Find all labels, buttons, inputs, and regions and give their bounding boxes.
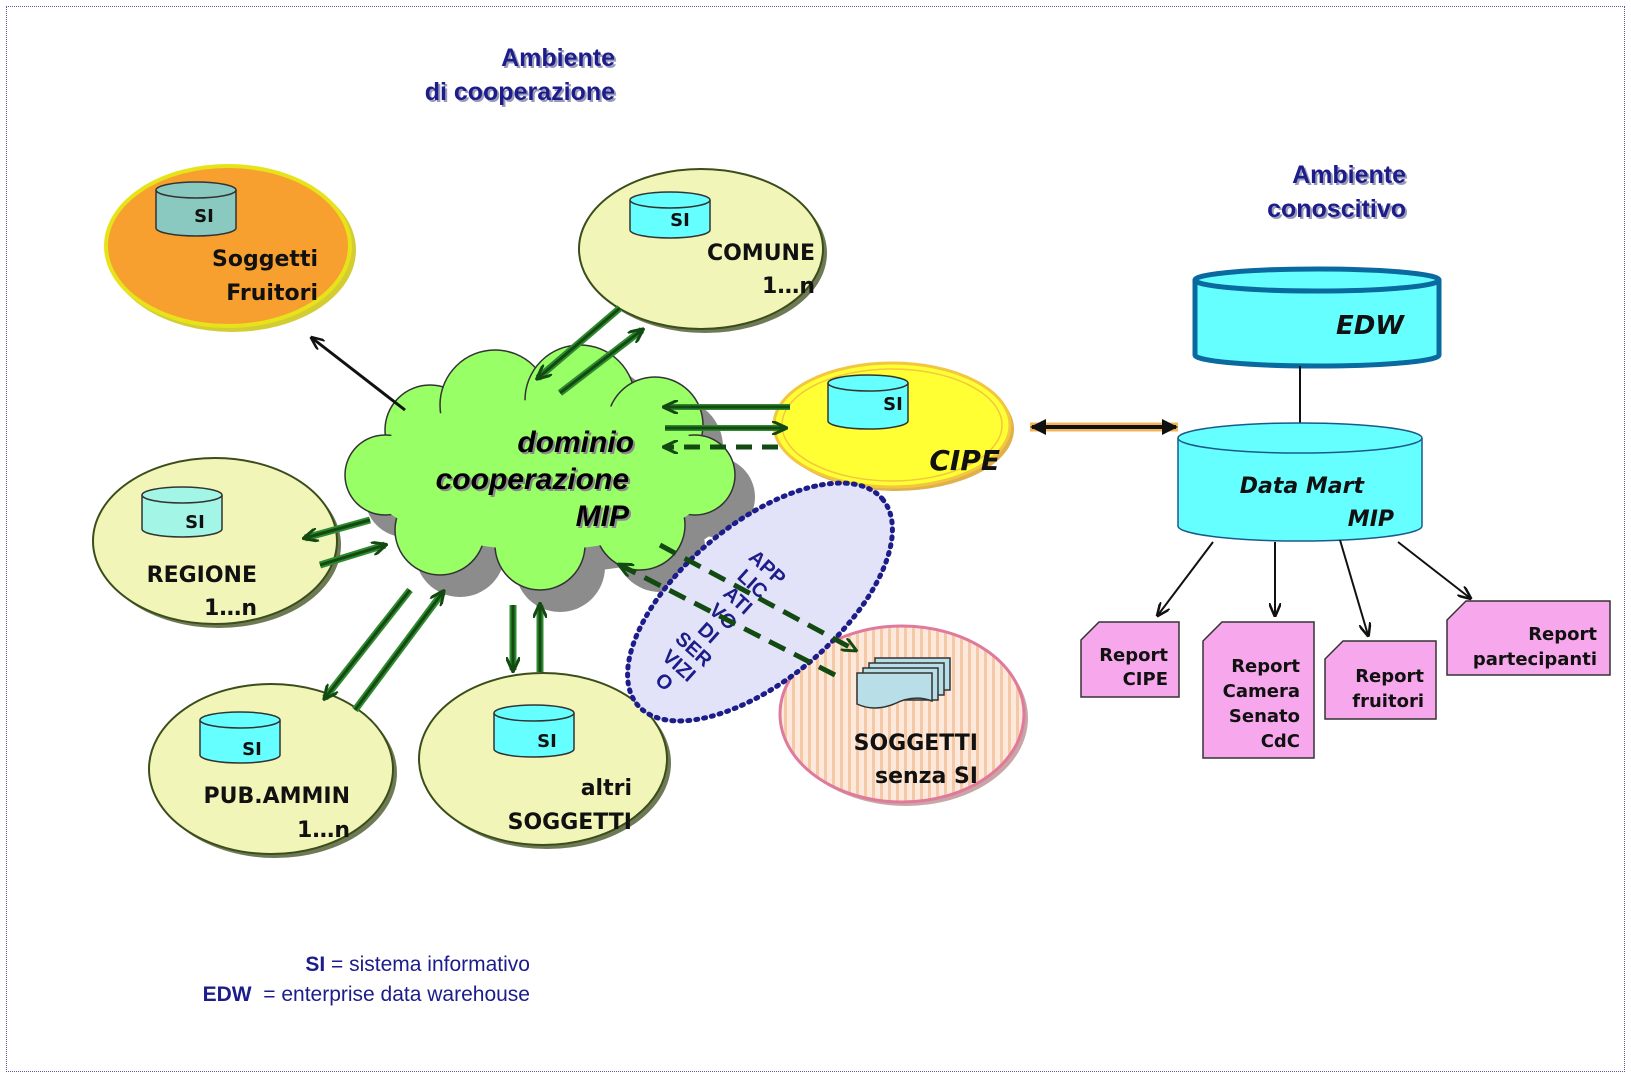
si-label: SI (670, 210, 690, 231)
node-label-line1: PUB.AMMIN (203, 784, 350, 809)
cylinder-icon (493, 704, 575, 758)
heading-knowledge-line1: Ambiente (1292, 161, 1406, 189)
arrow-pub-to-cloud (353, 592, 443, 711)
node-label-line2: 1…n (204, 596, 257, 621)
heading-cooperation-line1-shadow: Ambiente (503, 46, 617, 74)
cylinder-datamart: Data Mart MIP (1177, 422, 1423, 542)
node-label-line2: 1…n (297, 818, 350, 843)
arrow-to-report-cipe (1158, 541, 1214, 615)
arrow-senza-si-to-cloud (620, 565, 837, 678)
node-altri-soggetti: SI altri SOGGETTI (418, 672, 671, 849)
report-line: Report (1355, 666, 1424, 687)
datamart-label-line1: Data Mart (1240, 474, 1366, 499)
legend-row-si: SI = sistema informativo (150, 950, 530, 980)
report-line: Camera (1223, 681, 1300, 702)
node-label-line1: COMUNE (707, 241, 815, 266)
heading-cooperation: Ambiente Ambiente di cooperazione di coo… (425, 44, 617, 108)
arrow-to-report-partecipanti (1397, 541, 1470, 598)
legend-edw-abbr: EDW (202, 983, 252, 1006)
heading-knowledge: Ambiente Ambiente conoscitivo conoscitiv… (1267, 161, 1408, 225)
report-line: Report (1099, 645, 1168, 666)
svg-text:dominio: dominio (519, 428, 636, 461)
svg-text:MIP: MIP (578, 502, 632, 535)
cylinder-edw: EDW (1192, 266, 1442, 369)
node-cipe: SI CIPE (772, 361, 1014, 491)
cloud-label: dominio dominio cooperazione cooperazion… (436, 426, 636, 535)
node-label-line2: 1…n (762, 274, 815, 299)
report-line: Senato (1229, 706, 1300, 727)
legend-si-abbr: SI (305, 953, 326, 976)
svg-text:cooperazione: cooperazione (438, 465, 631, 498)
legend: SI = sistema informativo EDW = enterpris… (150, 950, 530, 1010)
legend-edw-text: = enterprise data warehouse (263, 983, 530, 1006)
report-line: partecipanti (1473, 649, 1597, 670)
report-camera: Report Camera Senato CdC (1202, 621, 1315, 759)
arrow-cloud-to-regione (305, 518, 371, 538)
si-label: SI (194, 206, 214, 227)
node-soggetti-senza-si: SOGGETTI senza SI (778, 624, 1028, 806)
report-line: fruitori (1352, 691, 1424, 712)
cloud-label-line2: cooperazione (436, 463, 629, 496)
arrow-regione-to-cloud (319, 545, 385, 567)
report-line: Report (1231, 656, 1300, 677)
cylinder-icon (155, 181, 237, 237)
cylinder-icon (141, 486, 223, 538)
cloud-label-line1: dominio (517, 426, 634, 459)
node-regione: SI REGIONE 1…n (92, 457, 341, 628)
report-line: CdC (1261, 731, 1300, 752)
node-comune: SI COMUNE 1…n (578, 168, 827, 333)
cloud-label-line3: MIP (576, 500, 630, 533)
node-soggetti-fruitori: SI Soggetti Fruitori (104, 164, 356, 332)
node-label-line1: altri (581, 776, 632, 801)
si-label: SI (242, 739, 262, 760)
edw-label: EDW (1336, 311, 1405, 341)
si-label: SI (883, 394, 903, 415)
node-pub-ammin: SI PUB.AMMIN 1…n (148, 683, 397, 858)
arrow-comune-to-cloud (538, 306, 621, 378)
node-label-line1: Soggetti (212, 247, 318, 272)
report-line: CIPE (1123, 669, 1168, 690)
legend-row-edw: EDW = enterprise data warehouse (150, 980, 530, 1010)
node-label-line2: Fruitori (226, 281, 318, 306)
report-line: Report (1528, 624, 1597, 645)
report-fruitori: Report fruitori (1324, 640, 1437, 720)
heading-cooperation-line1: Ambiente (501, 44, 615, 72)
arrow-cloud-to-senza-si (658, 542, 855, 650)
si-label: SI (185, 512, 205, 533)
heading-knowledge-line2-shadow: conoscitivo (1269, 197, 1408, 225)
heading-cooperation-line2: di cooperazione (425, 78, 615, 106)
cylinder-icon (629, 191, 711, 239)
node-label-line1: SOGGETTI (854, 731, 978, 756)
arrow-to-fruitori (312, 338, 406, 412)
report-cipe: Report CIPE (1080, 621, 1180, 698)
arrow-cloud-to-comune (559, 330, 642, 395)
connectors (305, 305, 1178, 713)
arrow-to-report-fruitori (1339, 539, 1368, 635)
services-ellipse: APP LIC ATI VO DI SER VIZI O (625, 480, 895, 724)
si-label: SI (537, 731, 557, 752)
heading-knowledge-line1-shadow: Ambiente (1294, 163, 1408, 191)
node-label-line1: CIPE (929, 444, 1000, 477)
report-partecipanti: Report partecipanti (1446, 600, 1611, 676)
heading-cooperation-line2-shadow: di cooperazione (427, 80, 617, 108)
documents-icon (856, 657, 951, 709)
slide-frame (6, 6, 1625, 1072)
node-label-line1: REGIONE (147, 563, 257, 588)
legend-si-text: = sistema informativo (331, 953, 530, 976)
cylinder-icon (199, 711, 281, 764)
cloud-dominio (344, 344, 736, 591)
cylinder-icon (827, 374, 909, 430)
heading-knowledge-line2: conoscitivo (1267, 195, 1406, 223)
node-label-line2: senza SI (875, 764, 978, 789)
datamart-label-line2: MIP (1348, 507, 1394, 532)
node-label-line2: SOGGETTI (508, 810, 632, 835)
arrow-cloud-to-pub (325, 589, 412, 698)
